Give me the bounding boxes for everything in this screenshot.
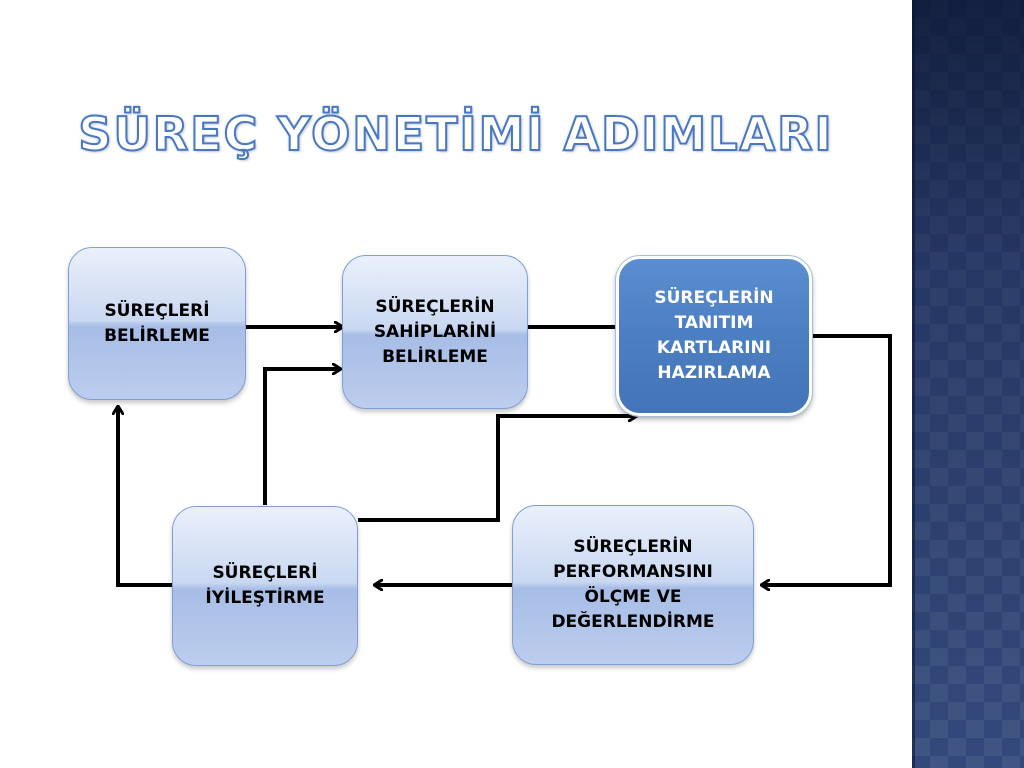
node-prepare-process-cards-label: SÜREÇLERİN TANITIM KARTLARINI HAZIRLAMA bbox=[654, 288, 774, 383]
node-measure-performance: SÜREÇLERİN PERFORMANSINI ÖLÇME VE DEĞERL… bbox=[512, 505, 754, 665]
arrow-improve-to-cards bbox=[358, 416, 636, 522]
node-prepare-process-cards: SÜREÇLERİN TANITIM KARTLARINI HAZIRLAMA bbox=[615, 255, 813, 417]
node-identify-processes: SÜREÇLERİ BELİRLEME bbox=[68, 247, 246, 400]
arrow-improve-to-owners bbox=[263, 369, 340, 505]
node-identify-processes-label: SÜREÇLERİ BELİRLEME bbox=[104, 300, 210, 346]
node-improve-processes: SÜREÇLERİ İYİLEŞTİRME bbox=[172, 506, 358, 666]
node-identify-process-owners-label: SÜREÇLERİN SAHİPLARİNİ BELİRLEME bbox=[373, 296, 497, 367]
node-identify-process-owners: SÜREÇLERİN SAHİPLARİNİ BELİRLEME bbox=[342, 255, 528, 409]
arrow-improve-to-identify bbox=[118, 407, 176, 587]
node-improve-processes-label: SÜREÇLERİ İYİLEŞTİRME bbox=[205, 563, 325, 608]
slide-title: SÜREÇ YÖNETİMİ ADIMLARI bbox=[77, 106, 834, 162]
node-measure-performance-label: SÜREÇLERİN PERFORMANSINI ÖLÇME VE DEĞERL… bbox=[551, 537, 715, 632]
process-flow-diagram: SÜREÇLERİ BELİRLEME SÜREÇLERİN SAHİPLARİ… bbox=[0, 0, 892, 768]
decorative-side-band bbox=[912, 0, 1024, 768]
connector-layer bbox=[0, 0, 892, 768]
arrow-cards-to-measure bbox=[762, 334, 892, 585]
